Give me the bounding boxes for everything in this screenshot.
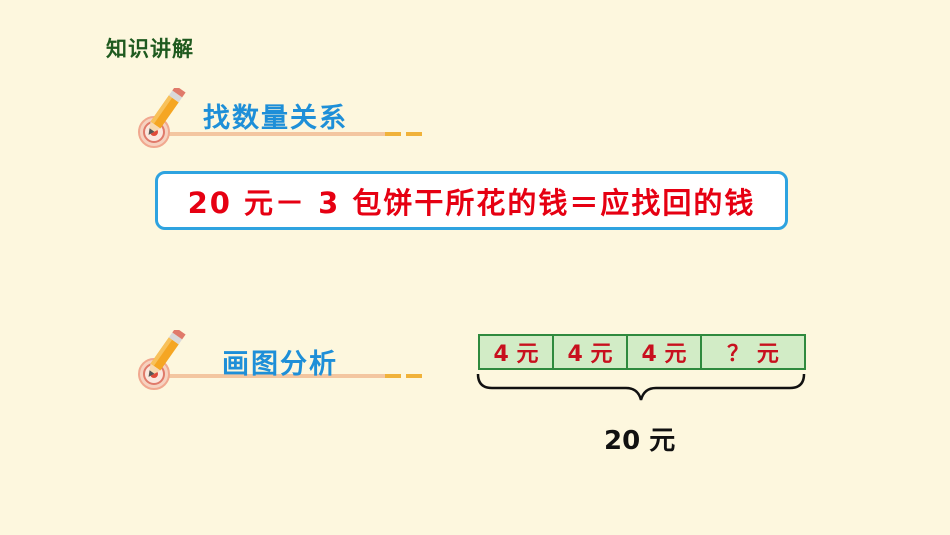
header-label: 知识讲解	[106, 37, 194, 61]
total-label: 20 元	[604, 426, 676, 456]
pencil-target-icon-2	[138, 330, 422, 390]
curly-brace	[476, 373, 806, 401]
segment-2: 4 元	[554, 336, 628, 368]
segment-bar: 4 元 4 元 4 元 ？ 元	[478, 334, 806, 370]
formula-box: 20 元－ 3 包饼干所花的钱＝应找回的钱	[155, 171, 788, 230]
segment-4: ？ 元	[727, 342, 779, 367]
segment-3: 4 元	[628, 336, 702, 368]
section-title-diagram: 画图分析	[222, 349, 338, 380]
segment-1: 4 元	[480, 336, 554, 368]
section-title-relationship: 找数量关系	[203, 103, 348, 134]
formula-text: 20 元－ 3 包饼干所花的钱＝应找回的钱	[187, 185, 756, 220]
pencil-target-icon	[138, 88, 422, 148]
